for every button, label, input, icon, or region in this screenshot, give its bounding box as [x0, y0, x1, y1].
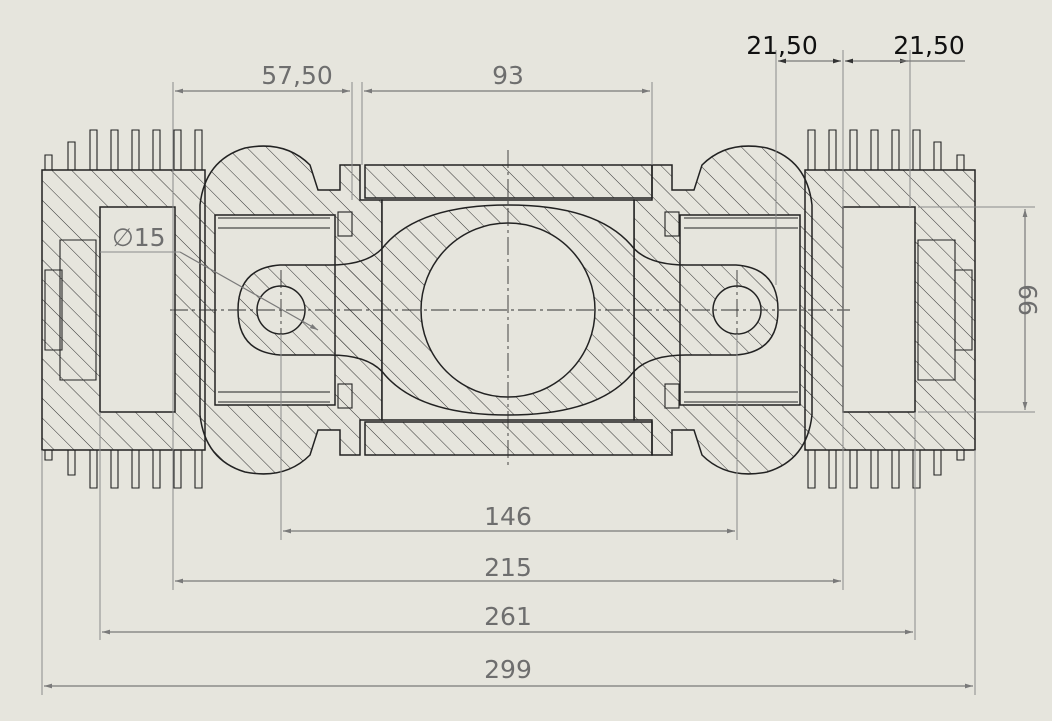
dim-right-step-2: 21,50 [893, 31, 965, 60]
dim-bore-height: 66 [1013, 284, 1042, 316]
dim-housing-width: 93 [492, 61, 524, 90]
dimension-lines [44, 58, 1028, 689]
dim-right-step-1: 21,50 [746, 31, 818, 60]
diameter-value: 15 [134, 223, 166, 252]
cooling-fins [44, 129, 965, 489]
dim-block-length: 261 [484, 602, 532, 631]
dimension-labels: 299 261 215 146 93 57,50 21,50 21,50 66 … [112, 31, 1042, 684]
dim-pin-diameter: ∅15 [112, 223, 166, 252]
left-cylinder-block [41, 169, 206, 451]
dim-pin-center-distance: 146 [484, 502, 532, 531]
dim-overall-length: 299 [484, 655, 532, 684]
extension-lines [41, 50, 1035, 695]
diameter-symbol: ∅ [112, 223, 134, 252]
dim-cylinder-span: 215 [484, 553, 532, 582]
dim-head-offset: 57,50 [261, 61, 333, 90]
